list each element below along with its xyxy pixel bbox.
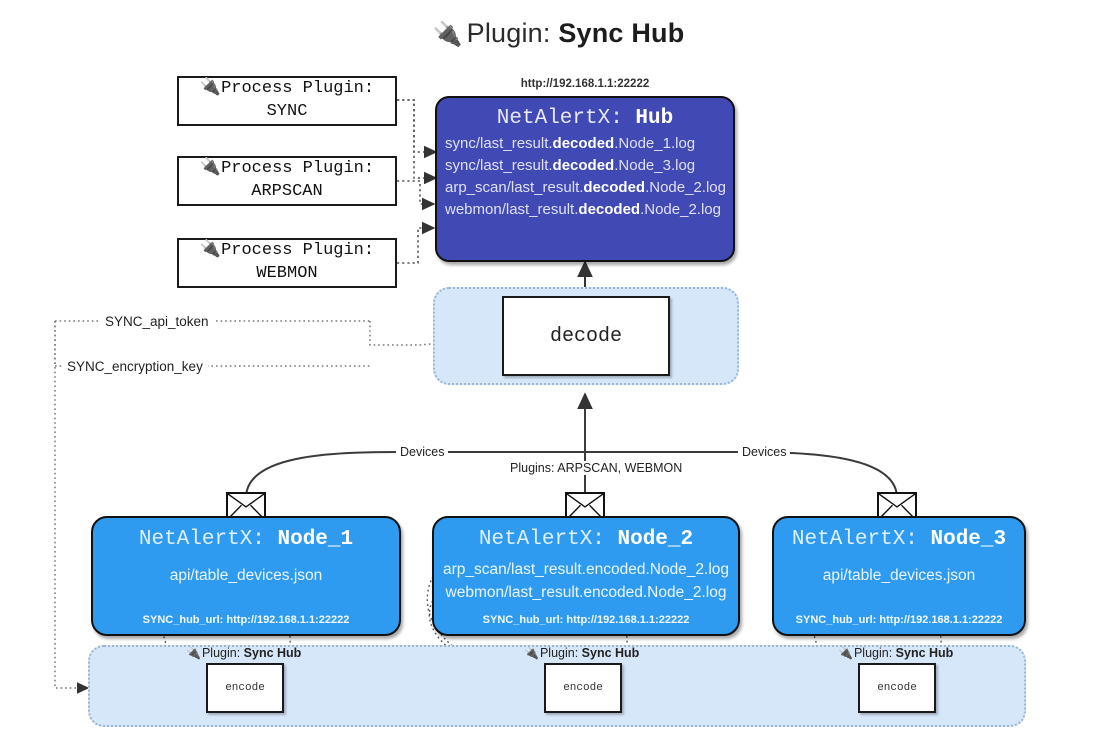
plug-icon: 🔌: [199, 241, 222, 261]
node-hub-url-value: http://192.168.1.1:22222: [226, 614, 350, 626]
node-log-line: arp_scan/last_result.encoded.Node_2.log: [442, 561, 730, 578]
encode-plugin-name: Sync Hub: [581, 646, 640, 660]
node-hub-url: SYNC_hub_url: http://192.168.1.1:22222: [434, 614, 738, 626]
plugin-line-1: 🔌Process Plugin:: [200, 158, 374, 181]
log-pre: arp_scan/last_result.: [445, 179, 584, 196]
node-title-name: Node_1: [277, 528, 354, 551]
encode-plugin-name: Sync Hub: [243, 646, 302, 660]
log-pre: webmon/last_result.: [445, 201, 579, 218]
node-hub-url: SYNC_hub_url: http://192.168.1.1:22222: [774, 614, 1024, 626]
plugin-line-1-text: Process Plugin:: [221, 241, 375, 261]
log-pre: sync/last_result.: [445, 157, 553, 174]
hub-node[interactable]: NetAlertX: Hub sync/last_result.decoded.…: [435, 96, 735, 262]
node-hub-url-value: http://192.168.1.1:22222: [879, 614, 1003, 626]
page-title-prefix: Plugin:: [466, 18, 559, 48]
hub-title-prefix: NetAlertX:: [496, 107, 636, 130]
plugin-line-1: 🔌Process Plugin:: [200, 240, 374, 263]
process-plugin-box-arpscan[interactable]: 🔌Process Plugin: ARPSCAN: [177, 156, 397, 206]
log-mid: decoded: [552, 157, 615, 174]
plugin-line-1: 🔌Process Plugin:: [200, 78, 374, 101]
encode-plugin-name: Sync Hub: [895, 646, 954, 660]
edge-label-devices-right: Devices: [738, 445, 791, 459]
plugin-line-1-text: Process Plugin:: [221, 79, 375, 99]
sync-api-token-label: SYNC_api_token: [100, 314, 214, 329]
log-pre: sync/last_result.: [445, 135, 553, 152]
page-title: 🔌Plugin: Sync Hub: [0, 18, 1117, 49]
plugin-line-2: WEBMON: [256, 264, 318, 283]
node-title: NetAlertX: Node_1: [93, 528, 399, 551]
encode-box[interactable]: encode: [206, 663, 284, 713]
plugin-line-1-text: Process Plugin:: [221, 159, 375, 179]
hub-log-line: sync/last_result.decoded.Node_1.log: [437, 135, 733, 152]
encode-plugin-prefix: Plugin:: [201, 646, 244, 660]
node-title-name: Node_2: [617, 528, 694, 551]
plugin-line-2: ARPSCAN: [251, 182, 323, 201]
node-title: NetAlertX: Node_3: [774, 528, 1024, 551]
plug-icon: 🔌: [199, 79, 222, 99]
node-log-line: api/table_devices.json: [822, 567, 976, 584]
log-post: .Node_2.log: [645, 179, 726, 196]
encode-plugin-label: 🔌Plugin: Sync Hub: [524, 646, 639, 660]
hub-log-line: arp_scan/last_result.decoded.Node_2.log: [437, 179, 733, 196]
node-hub-url-key: SYNC_hub_url:: [482, 614, 567, 626]
node-log-line: webmon/last_result.encoded.Node_2.log: [445, 584, 727, 601]
encode-plugin-prefix: Plugin:: [853, 646, 896, 660]
node-log-line: api/table_devices.json: [169, 567, 323, 584]
log-mid: decoded: [583, 179, 646, 196]
node-box-node-1[interactable]: NetAlertX: Node_1 api/table_devices.json…: [91, 516, 401, 636]
node-hub-url-key: SYNC_hub_url:: [142, 614, 227, 626]
plug-icon: 🔌: [432, 21, 463, 48]
log-mid: decoded: [578, 201, 641, 218]
encode-plugin-label: 🔌Plugin: Sync Hub: [186, 646, 301, 660]
node-title-prefix: NetAlertX:: [138, 528, 278, 551]
node-box-node-2[interactable]: NetAlertX: Node_2 arp_scan/last_result.e…: [432, 516, 740, 636]
log-post: .Node_1.log: [614, 135, 696, 152]
plugin-line-2: SYNC: [266, 102, 308, 121]
edge-label-plugins-center: Plugins: ARPSCAN, WEBMON: [506, 461, 687, 475]
edge-label-devices-left: Devices: [396, 445, 449, 459]
hub-title-name: Hub: [635, 107, 674, 130]
page-title-name: Sync Hub: [558, 18, 685, 48]
node-hub-url-key: SYNC_hub_url:: [795, 614, 880, 626]
process-plugin-box-webmon[interactable]: 🔌Process Plugin: WEBMON: [177, 238, 397, 288]
node-hub-url: SYNC_hub_url: http://192.168.1.1:22222: [93, 614, 399, 626]
hub-title: NetAlertX: Hub: [437, 107, 733, 130]
decode-box[interactable]: decode: [502, 296, 670, 376]
node-box-node-3[interactable]: NetAlertX: Node_3 api/table_devices.json…: [772, 516, 1026, 636]
log-mid: decoded: [552, 135, 615, 152]
plug-icon: 🔌: [199, 159, 222, 179]
process-plugin-box-sync[interactable]: 🔌Process Plugin: SYNC: [177, 76, 397, 126]
node-title-prefix: NetAlertX:: [791, 528, 931, 551]
hub-log-line: webmon/last_result.decoded.Node_2.log: [437, 201, 733, 218]
encode-plugin-label: 🔌Plugin: Sync Hub: [838, 646, 953, 660]
node-title-name: Node_3: [930, 528, 1007, 551]
encode-box[interactable]: encode: [858, 663, 936, 713]
plug-icon: 🔌: [524, 646, 539, 660]
encode-plugin-prefix: Plugin:: [539, 646, 582, 660]
plug-icon: 🔌: [186, 646, 201, 660]
log-post: .Node_3.log: [614, 157, 696, 174]
node-title-prefix: NetAlertX:: [478, 528, 618, 551]
sync-encryption-key-label: SYNC_encryption_key: [62, 359, 208, 374]
plug-icon: 🔌: [838, 646, 853, 660]
hub-log-line: sync/last_result.decoded.Node_3.log: [437, 157, 733, 174]
encode-box[interactable]: encode: [544, 663, 622, 713]
node-hub-url-value: http://192.168.1.1:22222: [566, 614, 690, 626]
hub-url-label: http://192.168.1.1:22222: [520, 78, 650, 90]
log-post: .Node_2.log: [640, 201, 721, 218]
node-title: NetAlertX: Node_2: [434, 528, 738, 551]
